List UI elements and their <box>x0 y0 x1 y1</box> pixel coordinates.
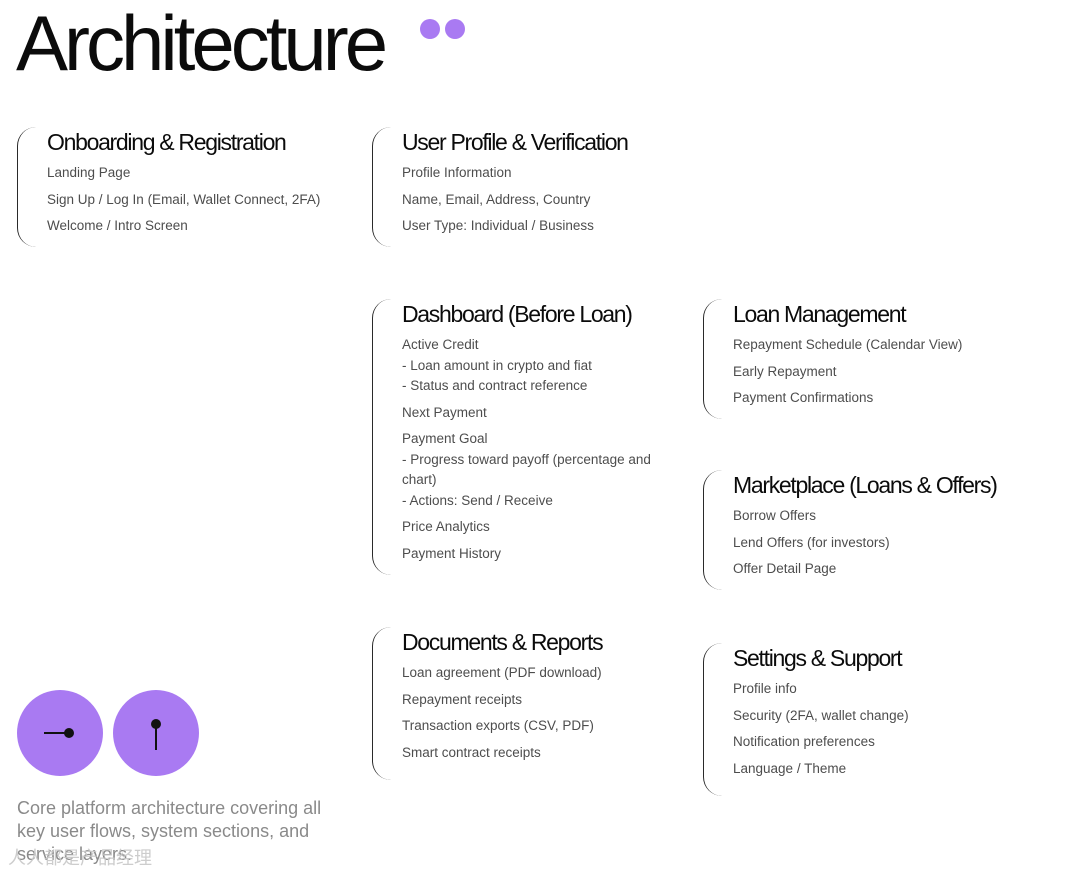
section-documents: Documents & Reports Loan agreement (PDF … <box>372 627 604 780</box>
section-onboarding: Onboarding & Registration Landing Page S… <box>17 127 320 247</box>
section-items: Repayment Schedule (Calendar View) Early… <box>733 335 962 409</box>
section-bracket <box>703 299 722 419</box>
section-bracket <box>372 627 391 780</box>
list-item: Offer Detail Page <box>733 561 837 576</box>
list-item: Profile Information <box>402 165 512 180</box>
list-item: Payment Goal <box>402 431 488 446</box>
list-item: Smart contract receipts <box>402 744 541 760</box>
list-item: Security (2FA, wallet change) <box>733 707 909 723</box>
section-title: User Profile & Verification <box>402 129 629 155</box>
section-title: Documents & Reports <box>402 629 604 655</box>
section-items: Loan agreement (PDF download) Repayment … <box>402 663 602 763</box>
list-item: Repayment receipts <box>402 691 523 707</box>
description-text: Core platform architecture covering all … <box>17 798 322 864</box>
list-item: Language / Theme <box>733 760 847 776</box>
section-dashboard: Dashboard (Before Loan) Active Credit - … <box>372 299 660 575</box>
list-item: Loan agreement (PDF download) <box>402 665 602 680</box>
section-settings: Settings & Support Profile info Security… <box>703 643 909 796</box>
list-sub-item: - Progress toward payoff (percentage and… <box>402 451 651 488</box>
list-item: Transaction exports (CSV, PDF) <box>402 718 594 733</box>
dot-icon <box>445 19 465 39</box>
list-item: Lend Offers (for investors) <box>733 534 890 550</box>
dot-icon <box>420 19 440 39</box>
dial-horizontal-icon <box>17 690 103 776</box>
list-item: Early Repayment <box>733 363 837 379</box>
list-item: Notification preferences <box>733 734 875 749</box>
section-items: Borrow Offers Lend Offers (for investors… <box>733 506 997 580</box>
section-loan-management: Loan Management Repayment Schedule (Cale… <box>703 299 962 419</box>
list-item: Borrow Offers <box>733 508 817 523</box>
section-title: Dashboard (Before Loan) <box>402 301 633 327</box>
section-title: Loan Management <box>733 301 907 327</box>
section-items: Landing Page Sign Up / Log In (Email, Wa… <box>47 163 320 237</box>
section-items: Profile info Security (2FA, wallet chang… <box>733 679 909 779</box>
list-item: Next Payment <box>402 404 487 420</box>
list-item: Repayment Schedule (Calendar View) <box>733 337 963 352</box>
list-item: Payment History <box>402 545 502 561</box>
page-title: Architecture <box>16 0 388 87</box>
list-item: User Type: Individual / Business <box>402 218 594 233</box>
section-title: Marketplace (Loans & Offers) <box>733 472 998 498</box>
section-bracket <box>372 127 391 247</box>
dial-vertical-icon <box>113 690 199 776</box>
section-title: Onboarding & Registration <box>47 129 287 155</box>
section-title: Settings & Support <box>733 645 903 671</box>
list-item: Price Analytics <box>402 519 490 534</box>
section-bracket <box>703 643 722 796</box>
section-bracket <box>372 299 391 575</box>
list-item: Landing Page <box>47 165 131 180</box>
section-marketplace: Marketplace (Loans & Offers) Borrow Offe… <box>703 470 998 590</box>
section-items: Profile Information Name, Email, Address… <box>402 163 628 237</box>
decorative-dots <box>420 19 465 39</box>
list-item: Welcome / Intro Screen <box>47 218 188 233</box>
watermark: 人人都是产品经理 <box>8 848 152 868</box>
list-item: Profile info <box>733 681 797 696</box>
section-bracket <box>703 470 722 590</box>
list-item: Name, Email, Address, Country <box>402 191 591 207</box>
section-bracket <box>17 127 36 247</box>
list-item: Active Credit <box>402 337 479 352</box>
list-item: Payment Confirmations <box>733 390 874 405</box>
section-user-profile: User Profile & Verification Profile Info… <box>372 127 629 247</box>
list-sub-item: - Status and contract reference <box>402 378 588 393</box>
section-items: Active Credit - Loan amount in crypto an… <box>402 335 660 564</box>
decorative-circles <box>17 690 199 776</box>
list-item: Sign Up / Log In (Email, Wallet Connect,… <box>47 191 321 207</box>
list-sub-item: - Actions: Send / Receive <box>402 492 553 508</box>
list-sub-item: - Loan amount in crypto and fiat <box>402 357 592 373</box>
